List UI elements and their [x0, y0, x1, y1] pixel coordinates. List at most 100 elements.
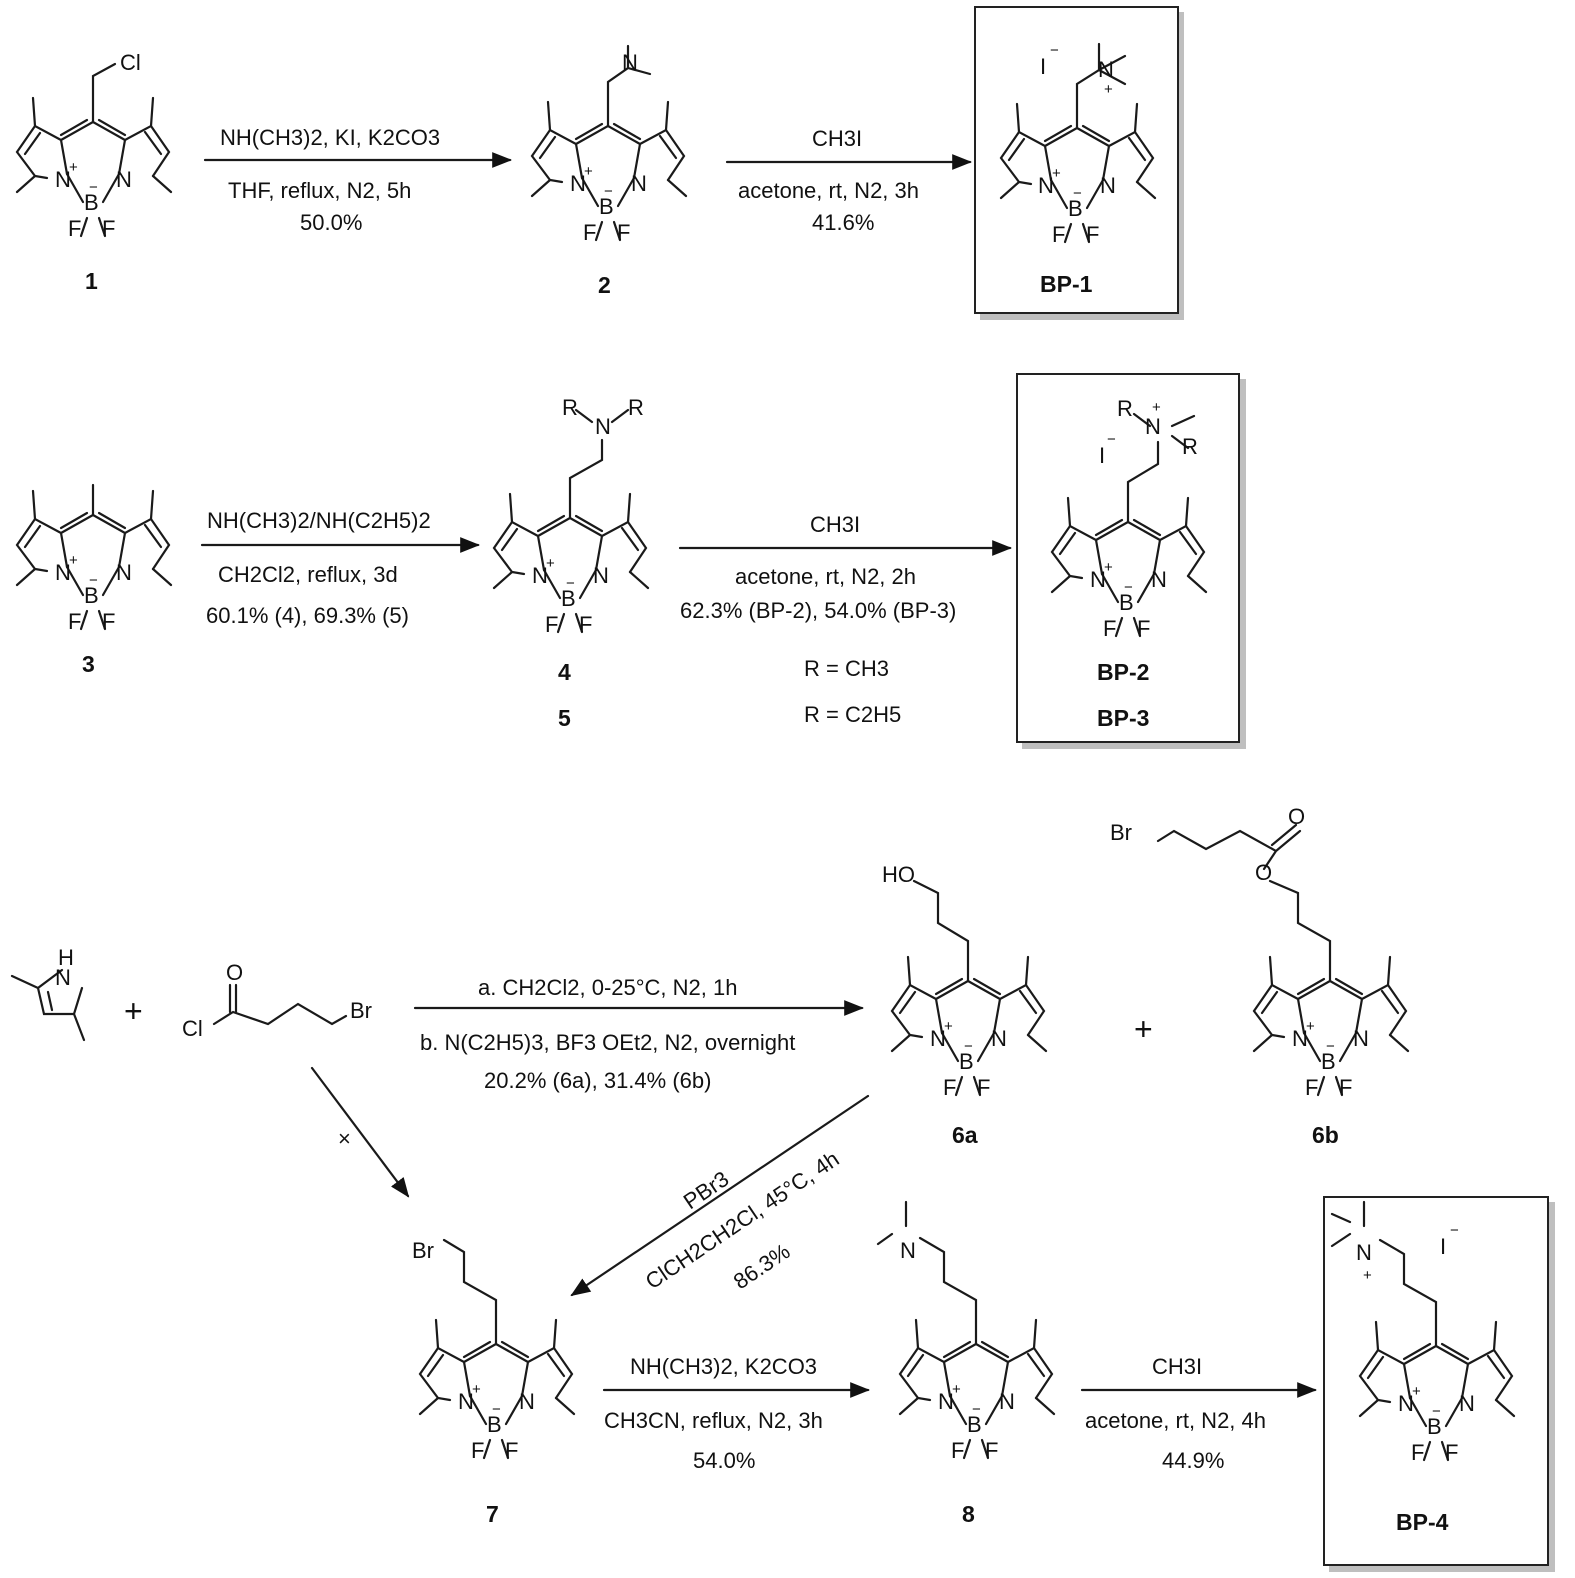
svg-text:+: + [1104, 559, 1113, 576]
svg-text:PBr3: PBr3 [679, 1166, 734, 1214]
svg-text:×: × [338, 1126, 351, 1151]
compound-1 [15, 62, 173, 238]
svg-text:F: F [977, 1075, 990, 1100]
svg-text:−: − [566, 575, 575, 592]
product-box-bp4 [1323, 1196, 1555, 1572]
svg-text:N: N [593, 563, 609, 588]
svg-text:N: N [1090, 567, 1106, 592]
svg-text:CH3I: CH3I [1152, 1354, 1202, 1379]
svg-text:N: N [1100, 173, 1116, 198]
svg-text:Cl: Cl [120, 50, 141, 75]
compound-label-bp3: BP-3 [1097, 705, 1149, 731]
svg-text:50.0%: 50.0% [300, 210, 362, 235]
reaction-arrow-2: CH3I acetone, rt, N2, 3h 41.6% [725, 126, 972, 235]
compound-7-atoms: Br N N B F F + − 7 [412, 1238, 535, 1527]
svg-text:CH3I: CH3I [810, 512, 860, 537]
svg-text:O: O [226, 960, 243, 985]
svg-text:B: B [599, 194, 614, 219]
reaction-arrow-6: PBr3 ClCH2CH2Cl, 45°C, 4h 86.3% [570, 1094, 870, 1297]
svg-text:−: − [1050, 42, 1059, 59]
svg-text:60.1% (4), 69.3% (5): 60.1% (4), 69.3% (5) [206, 603, 409, 628]
compound-label-7: 7 [486, 1501, 499, 1527]
svg-text:N: N [930, 1026, 946, 1051]
svg-text:B: B [84, 583, 99, 608]
compound-8 [876, 1200, 1056, 1460]
svg-text:a. CH2Cl2, 0-25°C, N2, 1h: a. CH2Cl2, 0-25°C, N2, 1h [478, 975, 737, 1000]
svg-text:F: F [1305, 1075, 1318, 1100]
svg-text:b. N(C2H5)3, BF3 OEt2, N2, ove: b. N(C2H5)3, BF3 OEt2, N2, overnight [420, 1030, 795, 1055]
svg-text:Br: Br [350, 998, 372, 1023]
product-box-bp2-bp3 [1016, 373, 1246, 749]
svg-text:R = CH3: R = CH3 [804, 656, 889, 681]
compound-bp1-atoms: I − N + N N B F F + − BP-1 [1038, 42, 1116, 297]
compound-3 [15, 483, 173, 631]
svg-text:R: R [562, 395, 578, 420]
svg-text:R = C2H5: R = C2H5 [804, 702, 901, 727]
plus-sign-2: + [1134, 1011, 1153, 1047]
svg-text:+: + [944, 1018, 953, 1035]
svg-text:+: + [584, 163, 593, 180]
reaction-arrow-8: CH3I acetone, rt, N2, 4h 44.9% [1080, 1354, 1317, 1473]
svg-text:Br: Br [412, 1238, 434, 1263]
compound-label-8: 8 [962, 1501, 975, 1527]
svg-text:+: + [69, 552, 78, 569]
svg-text:N: N [938, 1389, 954, 1414]
reaction-arrow-7: NH(CH3)2, K2CO3 CH3CN, reflux, N2, 3h 54… [602, 1354, 870, 1473]
svg-text:I: I [1440, 1234, 1446, 1259]
svg-text:B: B [1427, 1414, 1442, 1439]
svg-text:−: − [492, 1401, 501, 1418]
svg-text:F: F [545, 612, 558, 637]
svg-text:F: F [583, 220, 596, 245]
svg-text:I: I [1040, 54, 1046, 79]
svg-text:B: B [1068, 196, 1083, 221]
svg-text:B: B [1119, 590, 1134, 615]
svg-text:−: − [1107, 431, 1116, 448]
svg-text:N: N [1398, 1391, 1414, 1416]
svg-text:20.2% (6a), 31.4% (6b): 20.2% (6a), 31.4% (6b) [484, 1068, 711, 1093]
compound-6a [890, 879, 1048, 1097]
pyrrole-reagent: N H [10, 945, 86, 1042]
svg-text:CH2Cl2, reflux, 3d: CH2Cl2, reflux, 3d [218, 562, 398, 587]
svg-text:F: F [951, 1438, 964, 1463]
svg-text:−: − [964, 1038, 973, 1055]
svg-text:F: F [102, 216, 115, 241]
acyl-chloride-reagent: O Cl Br [182, 960, 372, 1041]
svg-text:F: F [1411, 1440, 1424, 1465]
svg-text:N: N [1353, 1026, 1369, 1051]
compound-6b [1156, 823, 1410, 1097]
compound-label-5: 5 [558, 705, 571, 731]
svg-text:N: N [1459, 1391, 1475, 1416]
plus-sign-1: + [124, 993, 143, 1029]
compound-label-3: 3 [82, 651, 95, 677]
svg-text:+: + [952, 1381, 961, 1398]
svg-text:N: N [55, 965, 71, 990]
svg-text:N: N [1292, 1026, 1308, 1051]
svg-text:N: N [55, 167, 71, 192]
svg-text:−: − [1124, 579, 1133, 596]
svg-text:HO: HO [882, 862, 915, 887]
svg-text:N: N [1356, 1240, 1372, 1265]
compound-3-atoms: N N B F F + − 3 [55, 552, 132, 677]
compound-bp2-bp3 [1050, 412, 1208, 638]
svg-text:H: H [58, 945, 74, 970]
svg-text:N: N [595, 414, 611, 439]
svg-text:−: − [1073, 185, 1082, 202]
svg-text:F: F [1052, 222, 1065, 247]
compound-label-bp4: BP-4 [1396, 1509, 1449, 1535]
svg-text:F: F [1339, 1075, 1352, 1100]
svg-text:B: B [959, 1049, 974, 1074]
compound-2-atoms: N N N B F F + − 2 [570, 50, 647, 298]
svg-text:54.0%: 54.0% [693, 1448, 755, 1473]
compound-bp1 [999, 42, 1157, 244]
svg-text:F: F [617, 220, 630, 245]
svg-text:F: F [1103, 616, 1116, 641]
svg-text:44.9%: 44.9% [1162, 1448, 1224, 1473]
svg-text:N: N [519, 1389, 535, 1414]
compound-label-bp1: BP-1 [1040, 271, 1093, 297]
compound-bp4 [1330, 1200, 1516, 1462]
svg-text:N: N [458, 1389, 474, 1414]
svg-text:B: B [487, 1412, 502, 1437]
compound-6b-atoms: O O Br N N B F F + − 6b [1110, 804, 1369, 1148]
compound-label-4: 4 [558, 659, 571, 685]
svg-text:+: + [546, 555, 555, 572]
